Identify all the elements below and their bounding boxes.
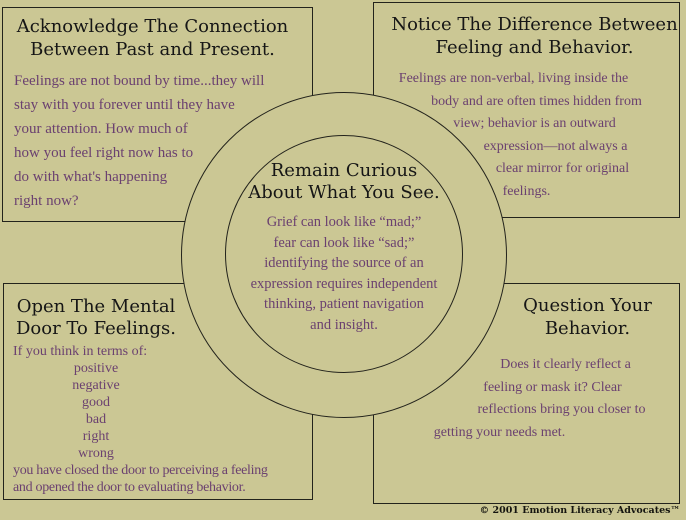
body-line: Feelings are non-verbal, living inside t… [398,71,629,86]
center-body: Grief can look like “mad;” fear can look… [250,214,438,333]
body-line: feeling or mask it? Clear [483,379,622,395]
center-title: Remain Curious About What You See. [248,160,440,203]
panel-bottom-right: Question Your Behavior. Does it clearly … [373,283,680,504]
panel-bottom-left-outro: you have closed the door to perceiving a… [13,463,268,495]
panel-bottom-left: Open The Mental Door To Feelings. If you… [3,283,313,500]
inner-circle: Remain Curious About What You See. Grief… [225,135,463,373]
panel-top-left-title: Acknowledge The Connection Between Past … [16,16,289,60]
panel-bottom-left-intro: If you think in terms of: [13,344,148,359]
body-line: expression—not always a [483,138,628,154]
body-line: feelings. [502,183,551,199]
panel-top-right-title: Notice The Difference Between Feeling an… [391,14,678,58]
panel-bottom-left-list: positive negative good bad right wrong [72,361,120,461]
body-line: getting your needs met. [433,424,566,440]
panel-bottom-left-title: Open The Mental Door To Feelings. [16,296,176,339]
copyright-notice: © 2001 Emotion Literacy Advocates™ [479,505,680,516]
body-line: view; behavior is an outward [453,116,616,131]
panel-top-right-body: Feelings are non-verbal, living inside t… [373,68,680,203]
body-line: clear mirror for original [495,161,630,176]
panel-top-right: Notice The Difference Between Feeling an… [373,2,680,218]
panel-bottom-right-body: Does it clearly reflect a feeling or mas… [373,354,680,444]
body-line: reflections bring you closer to [477,402,646,417]
panel-bottom-right-title: Question Your Behavior. [523,295,652,339]
body-line: Does it clearly reflect a [500,357,631,372]
body-line: body and are often times hidden from [431,93,642,109]
panel-top-left-body: Feelings are not bound by time...they wi… [14,73,265,209]
panel-top-left: Acknowledge The Connection Between Past … [2,7,313,222]
